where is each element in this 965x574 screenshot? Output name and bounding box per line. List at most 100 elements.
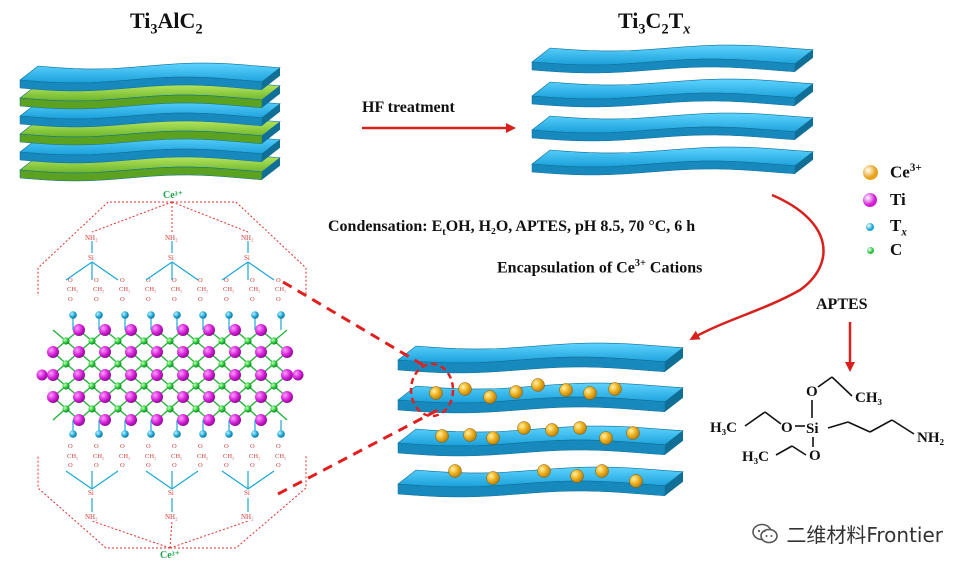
- chain-o-label: O: [198, 443, 203, 450]
- ti-atom: [255, 414, 267, 426]
- chain-o-label: O: [276, 443, 281, 450]
- ti-atom: [281, 369, 293, 381]
- mol-h3c-left: H₃C: [710, 420, 737, 436]
- ce-ion-ball: [583, 386, 597, 400]
- wechat-icon: [752, 523, 779, 543]
- ti-atom: [229, 391, 241, 403]
- chain-ch2-label: CH₂: [275, 286, 286, 293]
- chain-o-label: O: [146, 277, 151, 284]
- c-atom: [88, 360, 96, 368]
- ti-atom: [73, 414, 85, 426]
- legend-item: C: [862, 240, 902, 260]
- c-atom: [114, 405, 122, 413]
- chain-o-label: O: [120, 443, 125, 450]
- mol-o-bottom: O: [809, 448, 821, 464]
- chain-ch2-label: CH₂: [119, 286, 130, 293]
- ti-atom: [99, 346, 111, 358]
- ti-atom: [255, 391, 267, 403]
- chain-ch2-label: CH₂: [171, 453, 182, 460]
- atomic-structure: O CH₂ O O CH₂ O O CH₂ O O CH₂ O O CH₂ O O CH₂ O O CH₂ O O CH₂ O…: [36, 190, 307, 561]
- c-atom: [88, 382, 96, 390]
- chain-ch2-label: CH₂: [145, 286, 156, 293]
- mol-ch3: CH₃: [855, 390, 883, 406]
- chain-o-label: O: [250, 296, 255, 303]
- chain-o-label: O: [68, 443, 73, 450]
- tx-atom: [147, 430, 155, 438]
- tx-atom: [95, 430, 103, 438]
- si-link: [221, 470, 249, 490]
- chain-o-label: O: [120, 277, 125, 284]
- chain-ch2-label: CH₂: [223, 286, 234, 293]
- ti-atom: [99, 414, 111, 426]
- ti-atom: [99, 391, 111, 403]
- chain-ch2-label: CH₂: [249, 286, 260, 293]
- ti-atom: [47, 346, 59, 358]
- chain-o-label: O: [68, 277, 73, 284]
- left-layer-1-side: [262, 85, 280, 108]
- nh2-label: NH₂: [85, 513, 98, 521]
- ce-ion-ball: [517, 421, 531, 435]
- ce-top-label: Ce³⁺: [163, 190, 183, 201]
- left-layer-2-side: [262, 103, 280, 126]
- c-atom: [218, 360, 226, 368]
- ti-atom: [73, 391, 85, 403]
- nh2-label: NH₂: [85, 234, 98, 242]
- bottom-sheet-3-side: [665, 347, 683, 372]
- ce-ion-ball: [486, 431, 500, 445]
- tx-atom: [225, 311, 233, 319]
- mol-nh2: NH₂: [917, 430, 945, 446]
- c-atom: [140, 360, 148, 368]
- nh2-label: NH₂: [165, 513, 178, 521]
- ti-atom: [47, 369, 59, 381]
- ti-atom: [151, 391, 163, 403]
- c-atom: [192, 337, 200, 345]
- ti-atom: [177, 324, 189, 336]
- legend-swatch: [866, 223, 874, 232]
- chain-o-label: O: [94, 462, 99, 469]
- chain-o-label: O: [94, 296, 99, 303]
- si-link: [65, 470, 93, 490]
- c-atom: [88, 405, 96, 413]
- tx-atom: [69, 311, 77, 319]
- ti-atom: [151, 324, 163, 336]
- chain-o-label: O: [94, 277, 99, 284]
- tx-atom: [121, 430, 129, 438]
- chain-ch2-label: CH₂: [67, 453, 78, 460]
- ti-atom: [281, 346, 293, 358]
- coord-outline: [37, 455, 170, 549]
- ce-ion-ball: [458, 382, 472, 396]
- watermark: 二维材料Frontier: [752, 519, 943, 548]
- ti-atom: [125, 324, 137, 336]
- chain-o-label: O: [198, 296, 203, 303]
- c-atom: [244, 337, 252, 345]
- chain-o-label: O: [250, 277, 255, 284]
- ti-atom: [255, 324, 267, 336]
- si-link: [145, 470, 173, 490]
- chain-o-label: O: [94, 443, 99, 450]
- encapsulation-label: Encapsulation of Ce3+ Cations: [497, 258, 703, 277]
- si-label: Si: [244, 254, 250, 262]
- c-atom: [166, 382, 174, 390]
- si-link: [171, 470, 199, 490]
- zoom-circle: [409, 362, 455, 418]
- si-link: [65, 261, 93, 281]
- coord-outline: [37, 201, 172, 296]
- chain-ch2-label: CH₂: [223, 453, 234, 460]
- ti-atom: [229, 324, 241, 336]
- aptes-molecule: Si O O O CH₃ H₃C H₃C NH₂: [710, 376, 945, 465]
- ti-atom: [99, 324, 111, 336]
- tx-atom: [251, 311, 259, 319]
- c-atom: [192, 405, 200, 413]
- legend-item: Ti: [862, 190, 906, 210]
- si-link: [171, 261, 199, 281]
- chain-o-label: O: [224, 296, 229, 303]
- ti3c2tx-layer-stack: [531, 44, 814, 176]
- ti-atom: [177, 369, 189, 381]
- chain-ch2-label: CH₂: [197, 453, 208, 460]
- chain-o-label: O: [120, 462, 125, 469]
- coord-outline: [170, 455, 307, 549]
- ti-atom: [203, 369, 215, 381]
- c-atom: [140, 337, 148, 345]
